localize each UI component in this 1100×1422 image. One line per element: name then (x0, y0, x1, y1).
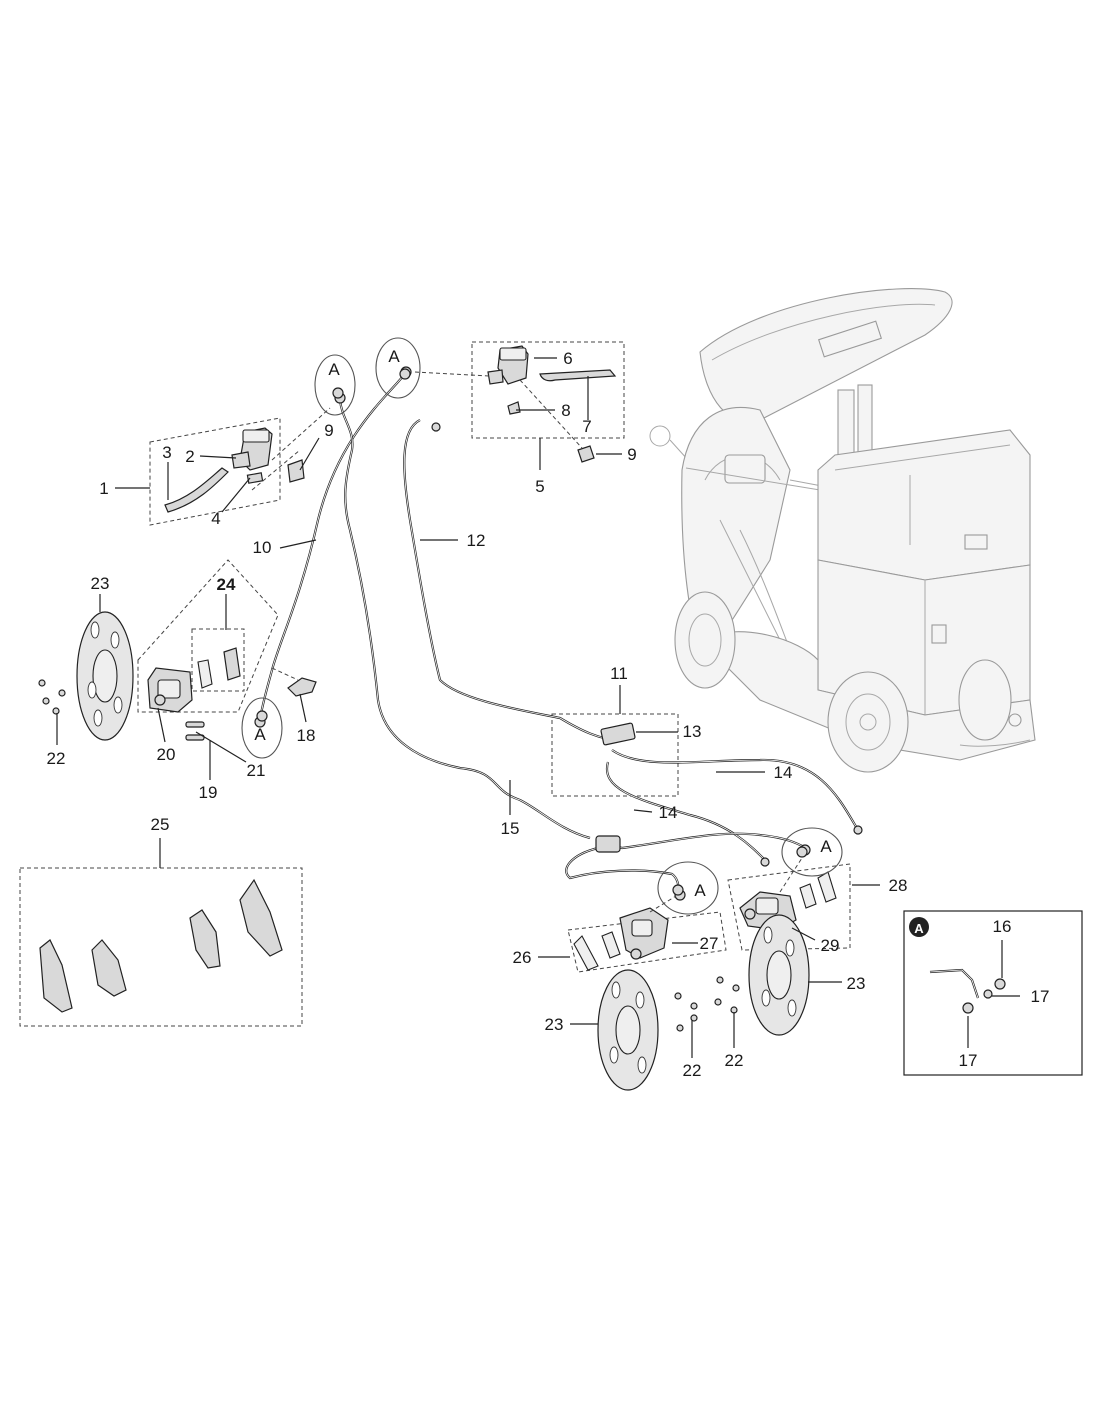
callout-5: 5 (535, 477, 544, 496)
callout-14-lower: 14 (659, 803, 678, 822)
right-master-cylinder-assembly (414, 345, 617, 463)
leader-lines (56, 357, 1020, 1058)
callout-22-front: 22 (47, 749, 66, 768)
callout-16: 16 (993, 917, 1012, 936)
callout-8: 8 (561, 401, 570, 420)
detail-reference-circles (241, 337, 843, 915)
callout-26: 26 (513, 948, 532, 967)
callout-7: 7 (582, 417, 591, 436)
callout-12: 12 (467, 531, 486, 550)
rear-left-caliper-assembly (573, 895, 677, 971)
callout-27: 27 (700, 934, 719, 953)
callout-20: 20 (157, 745, 176, 764)
callout-13: 13 (683, 722, 702, 741)
detail-reference-letters: A A A A A (254, 347, 832, 900)
callout-25: 25 (151, 815, 170, 834)
detail-a-box: A (903, 910, 1083, 1076)
callout-1: 1 (99, 479, 108, 498)
callout-14-upper: 14 (774, 763, 793, 782)
callout-23-front: 23 (91, 574, 110, 593)
detail-a-badge-letter: A (914, 921, 924, 936)
callout-21: 21 (247, 761, 266, 780)
callout-18: 18 (297, 726, 316, 745)
callout-3: 3 (162, 443, 171, 462)
rear-disc-bolts (674, 976, 740, 1032)
callout-17-right: 17 (1031, 987, 1050, 1006)
front-caliper-assembly (147, 647, 241, 741)
callout-10: 10 (253, 538, 272, 557)
rear-left-brake-disc (597, 969, 659, 1091)
callout-22-rear-left: 22 (683, 1061, 702, 1080)
callout-9-right: 9 (627, 445, 636, 464)
callout-6: 6 (563, 349, 572, 368)
detail-marker-a-5: A (694, 881, 706, 900)
detail-a-badge (909, 917, 929, 937)
callout-24: 24 (217, 575, 236, 594)
callout-9-left: 9 (324, 421, 333, 440)
callout-28: 28 (889, 876, 908, 895)
callout-labels: 1 2 3 4 9 5 6 7 8 9 10 11 12 13 14 14 15… (47, 349, 1050, 1080)
detail-marker-a-3: A (254, 725, 266, 744)
brake-hoses (254, 366, 863, 901)
detail-marker-a-1: A (328, 360, 340, 379)
callout-11: 11 (610, 664, 628, 683)
callout-17-bottom: 17 (959, 1051, 978, 1070)
detail-marker-a-4: A (820, 837, 832, 856)
rear-right-brake-disc (748, 914, 810, 1036)
front-brake-disc (38, 611, 134, 741)
detail-marker-a-2: A (388, 347, 400, 366)
callout-19: 19 (199, 783, 218, 802)
callout-2: 2 (185, 447, 194, 466)
brake-pads-set (39, 878, 283, 1013)
callout-4: 4 (211, 509, 220, 528)
callout-29: 29 (821, 936, 840, 955)
left-master-cylinder-assembly (164, 407, 331, 513)
vehicle-outline-illustration (649, 288, 1036, 773)
group-outlines (19, 341, 851, 1027)
callout-23-rear-left: 23 (545, 1015, 564, 1034)
callout-23-rear-right: 23 (847, 974, 866, 993)
callout-22-rear-right: 22 (725, 1051, 744, 1070)
callout-15: 15 (501, 819, 520, 838)
